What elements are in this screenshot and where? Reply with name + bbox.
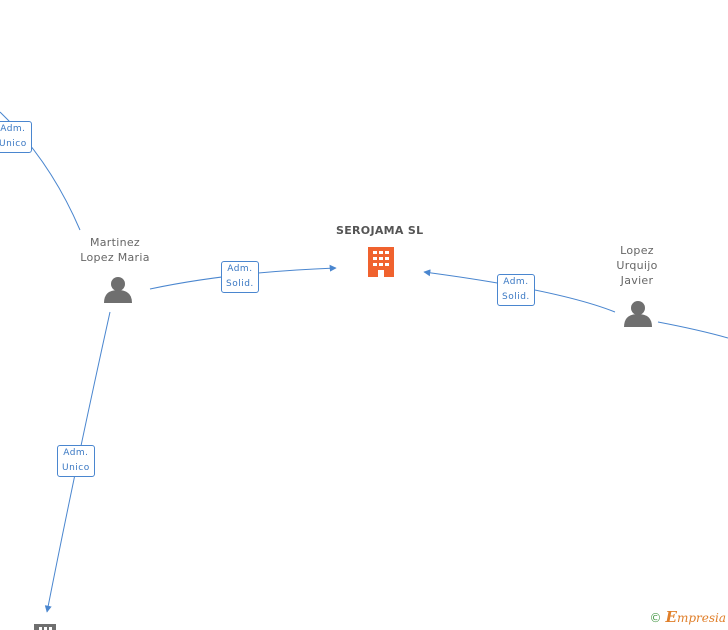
edge-label-bottom-left[interactable]: Adm. Unico	[57, 445, 95, 477]
person-label-line: Lopez Maria	[80, 251, 150, 264]
edge-label-line: Adm.	[227, 264, 253, 274]
edge-label-line: Adm.	[63, 448, 89, 458]
edge-lopez-offscreen	[657, 321, 728, 339]
person-label-line: Javier	[620, 274, 654, 287]
offscreen-building-icon[interactable]	[34, 624, 56, 630]
edge-label-lopez-company[interactable]: Adm. Solid.	[497, 274, 535, 306]
person-label-line: Martinez	[89, 236, 141, 249]
edge-label-line: Unico	[62, 463, 90, 473]
building-icon[interactable]	[368, 247, 394, 277]
person-icon-lopez[interactable]	[624, 301, 652, 327]
person-label-line: Urquijo	[616, 259, 658, 272]
edge-label-line: Adm.	[0, 124, 26, 134]
edge-lopez-company	[423, 269, 616, 313]
brand-initial: E	[665, 608, 677, 626]
person-label-lopez[interactable]: Lopez Urquijo Javier	[582, 243, 692, 288]
person-icon-martinez[interactable]	[104, 277, 132, 303]
edge-label-line: Solid.	[502, 292, 530, 302]
company-name[interactable]: SEROJAMA SL	[336, 224, 424, 237]
edge-label-martinez-company[interactable]: Adm. Solid.	[221, 261, 259, 293]
edge-label-line: Solid.	[226, 279, 254, 289]
copyright-symbol: ©	[649, 611, 662, 625]
edge-label-top-left[interactable]: Adm. Unico	[0, 121, 32, 153]
edge-label-line: Unico	[0, 139, 27, 149]
edge-label-line: Adm.	[503, 277, 529, 287]
brand-name: mpresia	[676, 611, 726, 625]
person-label-line: Lopez	[620, 244, 654, 257]
brand-logo: ©Empresia	[650, 608, 727, 626]
person-label-martinez[interactable]: Martinez Lopez Maria	[60, 235, 170, 265]
